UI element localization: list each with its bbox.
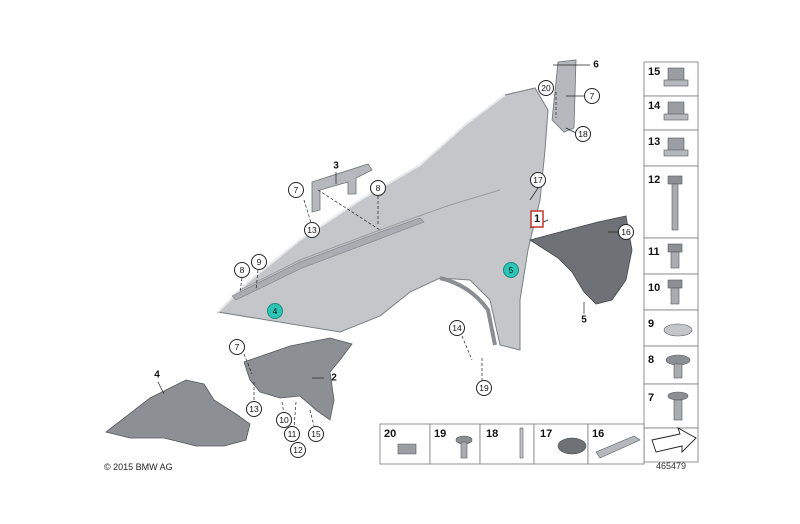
callout-16a: 16	[618, 224, 634, 240]
callout-7a: 7	[584, 88, 600, 104]
svg-text:5: 5	[581, 315, 587, 326]
fender-trim-strip	[231, 217, 425, 301]
svg-text:14: 14	[648, 100, 661, 112]
callout-10: 10	[276, 412, 292, 428]
svg-text:10: 10	[648, 282, 660, 294]
svg-text:8: 8	[376, 183, 381, 193]
callout-19a: 19	[476, 380, 492, 396]
svg-text:8: 8	[648, 354, 654, 366]
svg-text:15: 15	[648, 66, 660, 78]
svg-text:18: 18	[486, 428, 498, 440]
callout-9: 9	[251, 254, 267, 270]
callout-12: 12	[290, 442, 306, 458]
svg-text:6: 6	[593, 60, 599, 71]
callout-18: 18	[575, 126, 591, 142]
callout-5: 5	[581, 315, 587, 326]
svg-text:15: 15	[311, 429, 321, 439]
callout-7c: 7	[229, 339, 245, 355]
callout-20: 20	[538, 80, 554, 96]
callout-14a: 14	[449, 320, 465, 336]
reference-number: 465479	[656, 461, 687, 471]
svg-text:19: 19	[479, 383, 489, 393]
main-part-label-box: 1	[530, 210, 544, 228]
lower-liner-part	[105, 379, 251, 447]
callout-11: 11	[284, 426, 300, 442]
svg-text:20: 20	[384, 428, 396, 440]
svg-text:17: 17	[533, 175, 543, 185]
callout-5-highlight: 5	[503, 262, 519, 278]
lower-bracket-part	[243, 337, 353, 421]
callout-3: 3	[333, 161, 339, 172]
svg-text:4: 4	[154, 370, 160, 381]
svg-text:13: 13	[307, 225, 317, 235]
svg-text:10: 10	[279, 415, 289, 425]
callout-13a: 13	[304, 222, 320, 238]
callout-6: 6	[593, 60, 599, 71]
svg-text:7: 7	[235, 342, 240, 352]
svg-text:16: 16	[621, 227, 631, 237]
svg-text:5: 5	[509, 265, 514, 275]
callout-8b: 8	[234, 262, 250, 278]
wheel-arch-liner-part	[529, 215, 633, 305]
fastener-legend: 15 14 13 12 11 10 9 8 7	[643, 61, 699, 463]
pillar-bracket-part	[551, 59, 577, 133]
callout-2: 2	[331, 373, 337, 384]
main-part-label: 1	[534, 213, 540, 225]
svg-text:7: 7	[590, 91, 595, 101]
svg-text:20: 20	[541, 83, 551, 93]
svg-text:4: 4	[273, 306, 278, 316]
svg-text:19: 19	[434, 428, 446, 440]
callout-4-highlight: 4	[267, 303, 283, 319]
svg-text:16: 16	[592, 428, 604, 440]
svg-text:17: 17	[540, 428, 552, 440]
svg-text:14: 14	[452, 323, 462, 333]
svg-text:13: 13	[249, 404, 259, 414]
svg-text:11: 11	[648, 246, 660, 258]
callout-17: 17	[530, 172, 546, 188]
svg-text:8: 8	[240, 265, 245, 275]
callout-8a: 8	[370, 180, 386, 196]
callout-13b: 13	[246, 401, 262, 417]
svg-text:3: 3	[333, 161, 339, 172]
leader-lines	[157, 64, 618, 429]
svg-text:12: 12	[293, 445, 303, 455]
upper-bracket-part	[311, 163, 373, 213]
svg-text:12: 12	[648, 174, 660, 186]
svg-text:9: 9	[648, 318, 654, 330]
callout-7b: 7	[288, 182, 304, 198]
copyright-notice: © 2015 BMW AG	[104, 462, 173, 472]
svg-text:7: 7	[648, 392, 654, 404]
svg-text:7: 7	[294, 185, 299, 195]
svg-text:18: 18	[578, 129, 588, 139]
bottom-parts-row: 20 19 18 17 16	[379, 423, 645, 465]
svg-text:9: 9	[257, 257, 262, 267]
svg-text:13: 13	[648, 136, 660, 148]
callout-4: 4	[154, 370, 160, 381]
svg-text:2: 2	[331, 373, 337, 384]
svg-text:11: 11	[288, 429, 297, 439]
callout-15: 15	[308, 426, 324, 442]
